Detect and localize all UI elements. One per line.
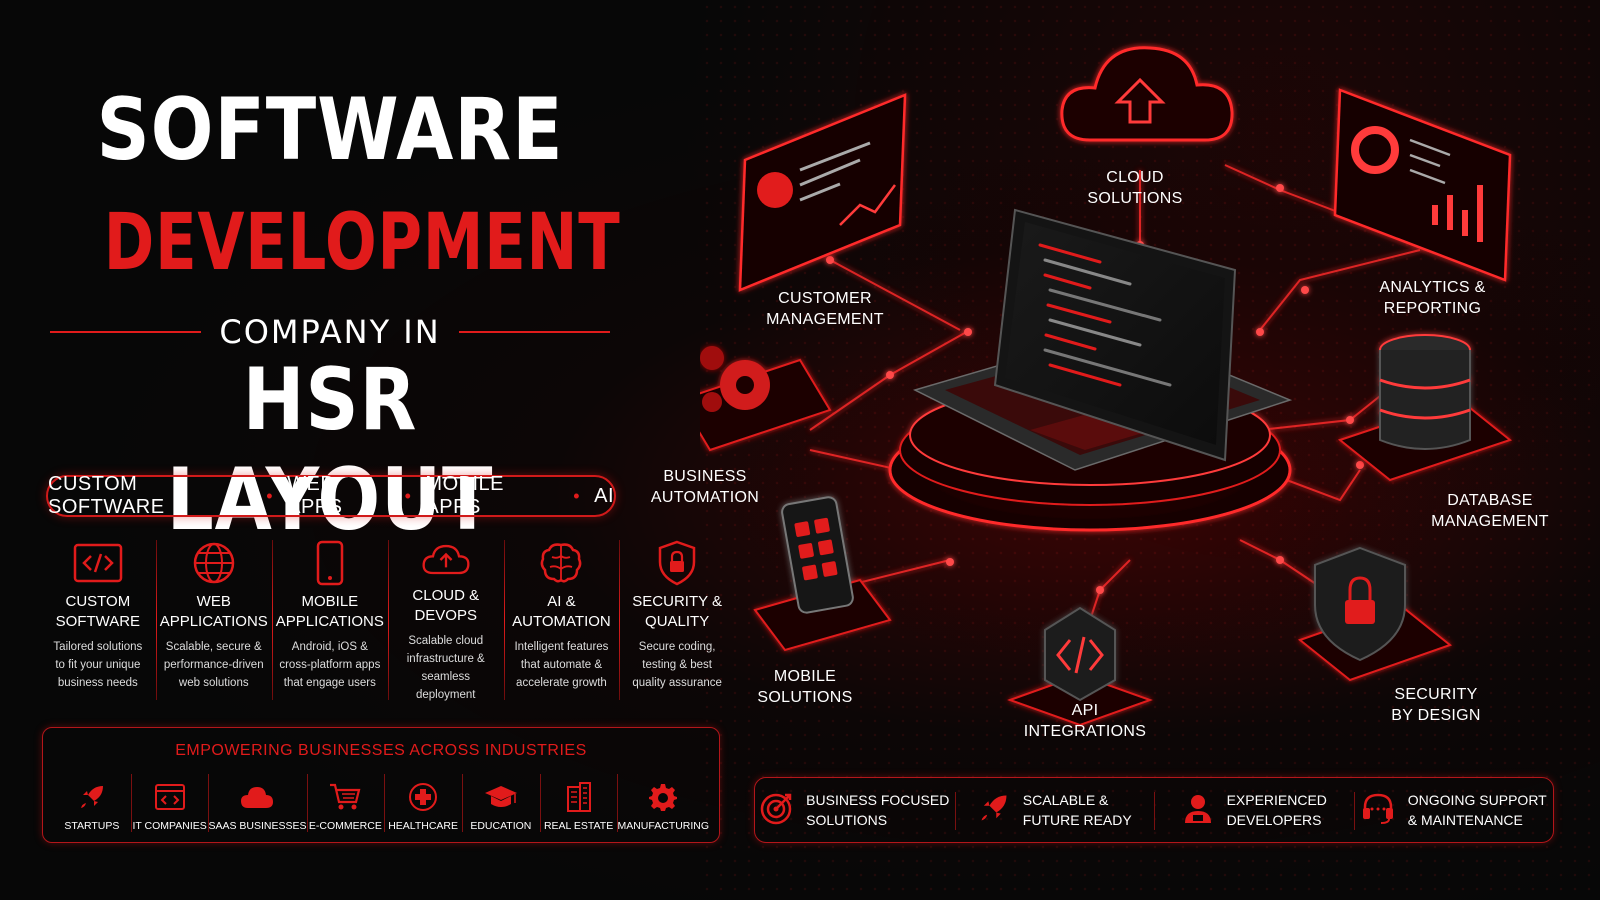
rocket-icon bbox=[77, 780, 107, 814]
diagram-graphics bbox=[678, 46, 1513, 727]
medical-cross-icon bbox=[408, 780, 438, 814]
service-desc: Scalable, secure & performance-driven we… bbox=[163, 641, 264, 689]
service-title: AI & AUTOMATION bbox=[512, 593, 611, 630]
gear-icon bbox=[648, 780, 678, 814]
node-label-mobile-solutions: MOBILE SOLUTIONS bbox=[757, 668, 853, 706]
service-desc: Intelligent features that automate & acc… bbox=[514, 641, 609, 689]
separator-dot: • bbox=[404, 485, 412, 506]
cloud-upload-icon bbox=[420, 540, 472, 580]
shield-lock-icon bbox=[651, 540, 703, 586]
globe-icon bbox=[188, 540, 240, 586]
industry-startups: STARTUPS bbox=[53, 770, 131, 836]
industry-healthcare: HEALTHCARE bbox=[384, 770, 462, 836]
node-label-cloud-solutions: CLOUD SOLUTIONS bbox=[1087, 169, 1183, 207]
gears-node-icon bbox=[678, 346, 832, 452]
laptop-icon bbox=[912, 208, 1293, 471]
industries-panel: EMPOWERING BUSINESSES ACROSS INDUSTRIES … bbox=[42, 727, 720, 843]
brain-icon bbox=[535, 540, 587, 586]
title-line-3: COMPANY IN bbox=[219, 313, 441, 351]
industry-real-estate: REAL ESTATE bbox=[539, 770, 618, 836]
analytics-card-icon bbox=[1333, 88, 1512, 282]
divider-right bbox=[458, 331, 610, 333]
feature-label: SCALABLE & FUTURE READY bbox=[1022, 792, 1132, 828]
industry-label: HEALTHCARE bbox=[388, 820, 459, 832]
cloud-node-icon bbox=[1060, 46, 1234, 142]
service-title: MOBILE APPLICATIONS bbox=[275, 593, 384, 630]
industry-label: SAAS BUSINESSES bbox=[208, 820, 307, 832]
title-line-3-row: COMPANY IN bbox=[50, 312, 610, 352]
industry-education: EDUCATION bbox=[461, 770, 540, 836]
service-title: SECURITY & QUALITY bbox=[632, 593, 723, 630]
mobile-phone-icon bbox=[304, 540, 356, 586]
service-title: CUSTOM SOFTWARE bbox=[55, 593, 141, 630]
industry-saas-businesses: SAAS BUSINESSES bbox=[208, 770, 307, 836]
industry-label: IT COMPANIES bbox=[132, 820, 207, 832]
services-diagram: CLOUD SOLUTIONS CUSTOMER MANAGEMENT ANAL… bbox=[651, 0, 1600, 770]
industry-label: MANUFACTURING bbox=[617, 820, 710, 832]
customer-card-icon bbox=[738, 93, 907, 292]
title-line-4: HSR LAYOUT bbox=[166, 350, 494, 550]
tagline-item: MOBILE APPS bbox=[425, 473, 504, 518]
tagline-item: CUSTOM SOFTWARE bbox=[48, 473, 165, 518]
divider-left bbox=[50, 331, 202, 333]
shopping-cart-icon bbox=[328, 780, 362, 814]
shield-lock-node-icon bbox=[1297, 546, 1453, 682]
building-icon bbox=[564, 780, 594, 814]
feature-ongoing-support: ONGOING SUPPORT & MAINTENANCE bbox=[1353, 778, 1554, 842]
tagline-pill: CUSTOM SOFTWARE • WEB APPS • MOBILE APPS… bbox=[46, 473, 616, 518]
feature-scalable: SCALABLE & FUTURE READY bbox=[954, 778, 1155, 842]
industries-heading: EMPOWERING BUSINESSES ACROSS INDUSTRIES bbox=[175, 742, 587, 759]
node-label-api-integrations: API INTEGRATIONS bbox=[1023, 702, 1147, 740]
industry-label: STARTUPS bbox=[64, 820, 120, 832]
cloud-icon bbox=[239, 780, 275, 814]
tagline-item: AI bbox=[594, 484, 615, 507]
node-label-database-management: DATABASE MANAGEMENT bbox=[1431, 492, 1549, 530]
service-title: WEB APPLICATIONS bbox=[159, 593, 268, 630]
smartphone-node-icon bbox=[753, 496, 892, 652]
service-web-applications: WEB APPLICATIONS Scalable, secure & perf… bbox=[155, 540, 272, 700]
node-label-customer-management: CUSTOMER MANAGEMENT bbox=[766, 290, 884, 328]
code-window-icon bbox=[154, 780, 186, 814]
feature-label: EXPERIENCED DEVELOPERS bbox=[1226, 792, 1327, 828]
service-desc: Tailored solutions to fit your unique bu… bbox=[53, 641, 143, 689]
service-desc: Android, iOS & cross-platform apps that … bbox=[279, 641, 381, 689]
code-icon bbox=[72, 540, 124, 586]
industry-label: REAL ESTATE bbox=[543, 820, 614, 832]
service-security-quality: SECURITY & QUALITY Secure coding, testin… bbox=[619, 540, 735, 700]
service-cloud-devops: CLOUD & DEVOPS Scalable cloud infrastruc… bbox=[387, 540, 504, 701]
node-label-security-by-design: SECURITY BY DESIGN bbox=[1391, 686, 1481, 724]
feature-label: ONGOING SUPPORT & MAINTENANCE bbox=[1407, 792, 1547, 828]
database-node-icon bbox=[1337, 334, 1513, 482]
feature-experienced-developers: EXPERIENCED DEVELOPERS bbox=[1154, 778, 1354, 842]
service-title: CLOUD & DEVOPS bbox=[412, 587, 480, 624]
node-label-analytics-reporting: ANALYTICS & REPORTING bbox=[1379, 279, 1486, 317]
separator-dot: • bbox=[266, 485, 274, 506]
feature-business-focused: BUSINESS FOCUSED SOLUTIONS bbox=[755, 778, 955, 842]
features-panel: BUSINESS FOCUSED SOLUTIONS SCALABLE & FU… bbox=[754, 777, 1554, 843]
industries-row: STARTUPS IT COMPANIES SAAS BUSINESSES E-… bbox=[53, 770, 709, 836]
industry-manufacturing: MANUFACTURING bbox=[617, 770, 709, 836]
code-block-node-icon bbox=[1007, 606, 1153, 727]
separator-dot: • bbox=[573, 485, 581, 506]
developer-icon bbox=[1181, 791, 1215, 830]
service-ai-automation: AI & AUTOMATION Intelligent features tha… bbox=[503, 540, 620, 700]
services-row: CUSTOM SOFTWARE Tailored solutions to fi… bbox=[40, 540, 735, 701]
industry-it-companies: IT COMPANIES bbox=[130, 770, 209, 836]
service-mobile-applications: MOBILE APPLICATIONS Android, iOS & cross… bbox=[271, 540, 388, 700]
rocket-icon bbox=[977, 791, 1011, 830]
graduation-cap-icon bbox=[483, 780, 519, 814]
tagline-item: WEB APPS bbox=[287, 473, 343, 518]
title-line-2: DEVELOPMENT bbox=[103, 198, 621, 288]
industry-e-commerce: E-COMMERCE bbox=[306, 770, 385, 836]
service-desc: Secure coding, testing & best quality as… bbox=[632, 641, 722, 689]
target-icon bbox=[760, 791, 794, 830]
title-line-1: SOFTWARE bbox=[96, 80, 564, 180]
feature-label: BUSINESS FOCUSED SOLUTIONS bbox=[806, 792, 950, 828]
industry-label: E-COMMERCE bbox=[308, 820, 382, 832]
node-label-business-automation: BUSINESS AUTOMATION bbox=[650, 468, 760, 506]
service-desc: Scalable cloud infrastructure & seamless… bbox=[406, 635, 485, 701]
service-custom-software: CUSTOM SOFTWARE Tailored solutions to fi… bbox=[40, 540, 156, 700]
headset-icon bbox=[1360, 791, 1396, 830]
industry-label: EDUCATION bbox=[470, 820, 532, 832]
